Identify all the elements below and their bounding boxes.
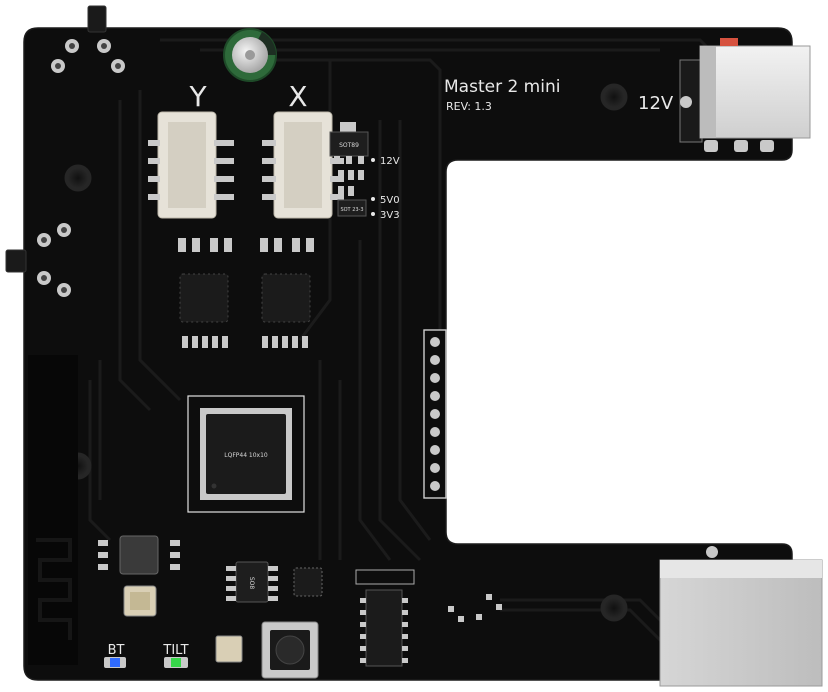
axis-label-x: X xyxy=(288,80,307,113)
rail-label-3v3: 3V3 xyxy=(380,210,400,221)
header-pins xyxy=(423,329,447,499)
smd-passives-right xyxy=(448,594,502,622)
mcu-label: LQFP44 10x10 xyxy=(224,452,268,459)
regulator-sot89: SOT89 xyxy=(329,122,369,164)
regulator-sot23: SOT 23-3 xyxy=(337,199,367,217)
power-jack xyxy=(679,38,811,152)
regulator-sot23-label: SOT 23-3 xyxy=(340,207,363,213)
power-input-label: 12V xyxy=(638,93,674,114)
motor-connector-x xyxy=(262,111,344,219)
sensor-qfn xyxy=(293,567,323,597)
side-switch xyxy=(5,249,27,273)
driver-chip-x xyxy=(261,273,311,323)
regulator-sot89-label: SOT89 xyxy=(339,142,359,149)
pcb-traces xyxy=(58,38,722,672)
bluetooth-module xyxy=(98,535,180,575)
small-crystal xyxy=(215,635,243,663)
led-label-bt: BT xyxy=(108,643,125,658)
board-title: Master 2 mini xyxy=(444,77,560,97)
driver-so8: SO8 xyxy=(226,561,278,603)
board-revision: REV: 1.3 xyxy=(446,100,492,113)
usb-port xyxy=(659,546,823,687)
mcu-lqfp44: LQFP44 10x10 xyxy=(187,395,305,513)
antenna-area xyxy=(28,355,78,665)
rail-label-5v0: 5V0 xyxy=(380,195,400,206)
led-label-tilt: TILT xyxy=(162,643,188,658)
axis-label-y: Y xyxy=(188,80,207,113)
driver-chip-y xyxy=(179,273,229,323)
usb-serial-chip xyxy=(355,569,415,667)
reset-push-button[interactable] xyxy=(261,621,319,679)
motor-connector-y xyxy=(148,111,234,219)
smd-passives xyxy=(178,170,364,348)
crystal-oscillator xyxy=(123,585,157,617)
electrolytic-capacitor xyxy=(223,28,277,82)
rail-label-12v: 12V xyxy=(380,156,400,167)
driver-so8-label: SO8 xyxy=(248,577,255,590)
top-switch xyxy=(87,5,107,33)
